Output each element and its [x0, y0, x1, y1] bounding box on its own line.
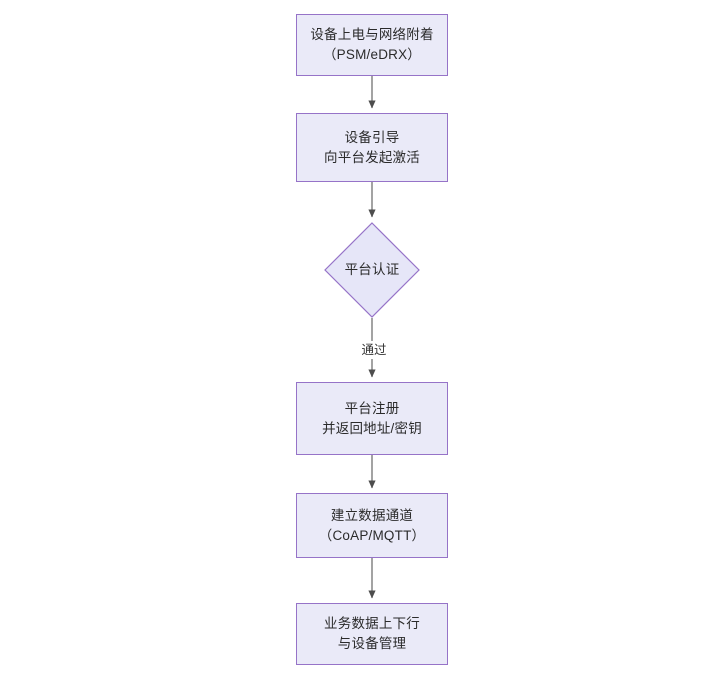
node-text-line: 建立数据通道: [330, 507, 414, 523]
node-device-bootstrap[interactable]: 设备引导 向平台发起激活: [296, 113, 448, 182]
node-business-data-and-device-management[interactable]: 业务数据上下行 与设备管理: [296, 603, 448, 665]
node-text-line: 与设备管理: [337, 636, 407, 651]
node-platform-auth[interactable]: 平台认证: [324, 222, 420, 318]
node-device-power-on[interactable]: 设备上电与网络附着 （PSM/eDRX）: [296, 14, 448, 76]
node-text-line: 向平台发起激活: [324, 149, 420, 165]
edge-label-pass: 通过: [354, 341, 394, 359]
node-text-line: （PSM/eDRX）: [322, 47, 422, 62]
diamond-shape-icon: [324, 222, 420, 318]
node-establish-data-channel[interactable]: 建立数据通道 （CoAP/MQTT）: [296, 493, 448, 558]
node-text-line: 设备引导: [344, 129, 400, 145]
node-text-line: 平台认证: [344, 262, 400, 277]
node-text-line: 平台注册: [344, 400, 400, 416]
node-text-line: （CoAP/MQTT）: [318, 527, 426, 543]
node-text-line: 并返回地址/密钥: [322, 420, 422, 436]
node-text-line: 设备上电与网络附着: [310, 27, 434, 42]
node-platform-register[interactable]: 平台注册 并返回地址/密钥: [296, 382, 448, 455]
node-text-line: 业务数据上下行: [324, 616, 420, 631]
